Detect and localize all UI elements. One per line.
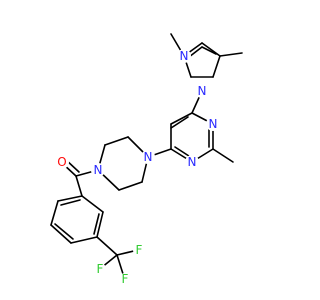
label-backdrop	[55, 155, 69, 169]
label-backdrop	[141, 150, 155, 164]
atom-n-pyrimidine-1: N	[185, 155, 199, 169]
label-backdrop	[94, 263, 106, 275]
bond	[170, 116, 189, 129]
bond	[219, 52, 243, 57]
atom-f-1: F	[133, 243, 145, 257]
bond	[57, 195, 83, 202]
bond	[50, 200, 59, 226]
atom-f-3: F	[119, 272, 131, 286]
molecule-structure: N N N N N N O F	[50, 33, 243, 286]
bond	[116, 254, 125, 278]
atom-f-2: F	[94, 262, 106, 276]
label-backdrop	[91, 163, 105, 177]
label-backdrop	[133, 244, 145, 256]
label-backdrop	[185, 155, 199, 169]
atom-label: N	[209, 117, 218, 131]
bond	[75, 175, 83, 197]
label-backdrop	[195, 84, 209, 98]
bond	[60, 199, 81, 206]
bond	[212, 55, 221, 78]
bond	[201, 42, 221, 57]
atom-label: F	[122, 272, 129, 286]
atom-labels: N N N N N N O F	[55, 49, 220, 286]
bond	[188, 46, 203, 58]
bond	[212, 148, 234, 163]
label-backdrop	[206, 117, 220, 131]
bond	[118, 181, 143, 191]
atom-label: F	[97, 262, 104, 276]
atom-n-piperazine-4: N	[141, 150, 155, 164]
bond	[50, 224, 72, 244]
atom-n-pyrazole-1: N	[195, 84, 209, 98]
bond	[93, 213, 100, 235]
bond	[104, 136, 129, 146]
label-backdrop	[119, 273, 131, 285]
label-backdrop	[177, 49, 191, 63]
atom-n-pyrazole-2: N	[177, 49, 191, 63]
bond	[201, 46, 217, 55]
bond	[81, 195, 104, 213]
atom-label: N	[180, 49, 189, 63]
atom-label: N	[94, 163, 103, 177]
atom-label: N	[188, 155, 197, 169]
bond	[96, 236, 118, 256]
atom-label: F	[136, 243, 143, 257]
atom-label: N	[144, 150, 153, 164]
atom-o-carbonyl: O	[55, 155, 69, 169]
atom-label: O	[57, 155, 66, 169]
atom-label: N	[198, 84, 207, 98]
bond	[96, 211, 104, 238]
bond	[54, 223, 74, 240]
bond	[70, 236, 98, 244]
atom-n-piperazine-1: N	[91, 163, 105, 177]
atom-n-pyrimidine-3: N	[206, 117, 220, 131]
bond	[170, 112, 193, 125]
